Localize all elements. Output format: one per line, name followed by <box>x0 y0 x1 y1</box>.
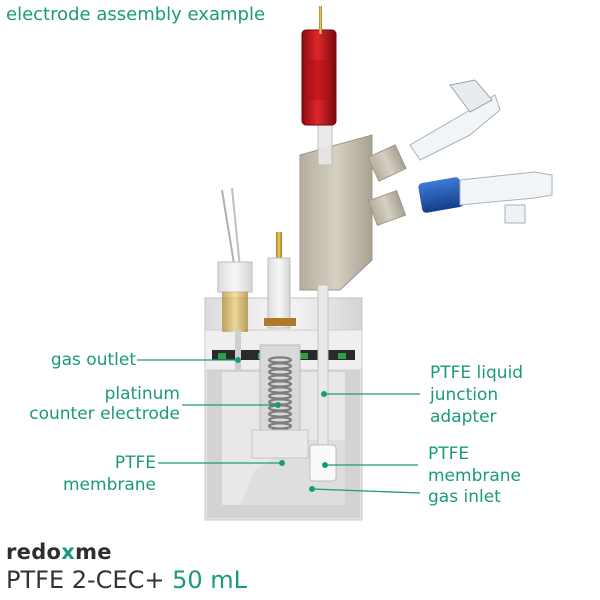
label-platinum-line2: counter electrode <box>29 404 180 424</box>
gas-outlet-fitting <box>217 187 253 370</box>
label-membrane-left-line1: PTFE <box>114 453 156 473</box>
diagram-title: electrode assembly example <box>6 4 266 25</box>
brand-part3: me <box>75 540 112 564</box>
brand-part2: x <box>61 540 76 564</box>
label-membrane-right-line2: membrane <box>428 466 522 486</box>
label-gas-inlet: gas inlet <box>428 487 501 507</box>
product-model: PTFE 2-CEC+ <box>6 566 165 594</box>
label-junction-line1: PTFE liquid <box>430 363 524 383</box>
counter-electrode <box>251 232 309 459</box>
brand-logo: redoxme <box>6 540 112 564</box>
label-junction-line3: adapter <box>430 407 497 427</box>
reference-body <box>299 6 553 482</box>
leader-dots <box>235 357 328 492</box>
leader-lines <box>137 359 421 494</box>
brand-part1: redo <box>6 540 62 564</box>
label-gas-outlet: gas outlet <box>50 350 136 370</box>
label-membrane-left-line2: membrane <box>62 475 156 495</box>
label-platinum-line1: platinum <box>104 384 180 404</box>
label-junction-line2: junction <box>430 385 499 405</box>
product-volume: 50 mL <box>172 566 248 594</box>
label-membrane-right-line1: PTFE <box>428 444 470 464</box>
product-name: PTFE 2-CEC+ 50 mL <box>6 566 247 594</box>
